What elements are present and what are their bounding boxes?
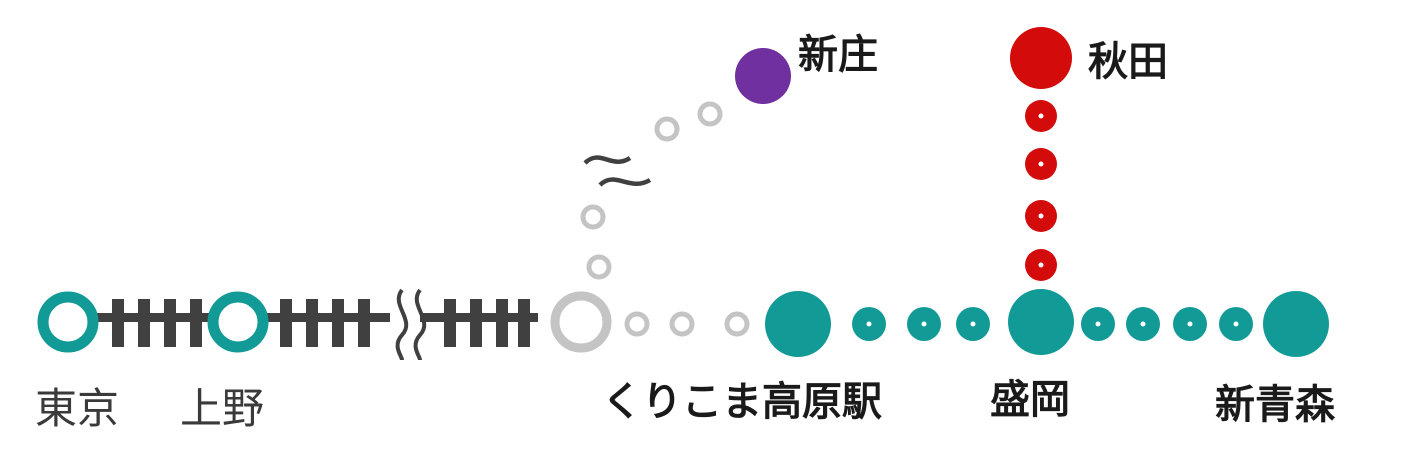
tohoku-small-stop-dots xyxy=(866,321,1239,327)
station-marker-kurikoma xyxy=(765,291,831,357)
station-marker-shinjo xyxy=(735,48,791,104)
label-tokyo: 東京 xyxy=(35,384,119,433)
track-break-wavy-icon xyxy=(395,288,427,361)
station-marker-tokyo xyxy=(37,291,99,353)
yamagata-break-wavy-icon xyxy=(583,155,652,187)
track-segment-2 xyxy=(262,299,390,347)
track-segment-3 xyxy=(420,299,538,347)
track-segment-1 xyxy=(95,299,225,347)
akita-branch xyxy=(1025,100,1057,281)
label-shinjo: 新庄 xyxy=(798,32,878,78)
tokyo-ueno-section xyxy=(37,288,538,361)
station-marker-shin-aomori xyxy=(1263,291,1329,357)
junction-marker xyxy=(550,291,612,353)
station-marker-akita xyxy=(1010,27,1072,89)
station-marker-morioka xyxy=(1008,289,1074,355)
yamagata-branch xyxy=(580,101,723,280)
main-line-gray-stops xyxy=(624,311,750,337)
station-marker-ueno xyxy=(207,291,269,353)
label-shin-aomori: 新青森 xyxy=(1215,382,1336,428)
label-kurikoma: くりこま高原駅 xyxy=(602,379,882,425)
label-ueno: 上野 xyxy=(180,384,264,433)
label-akita: 秋田 xyxy=(1088,39,1168,85)
label-morioka: 盛岡 xyxy=(990,377,1070,423)
